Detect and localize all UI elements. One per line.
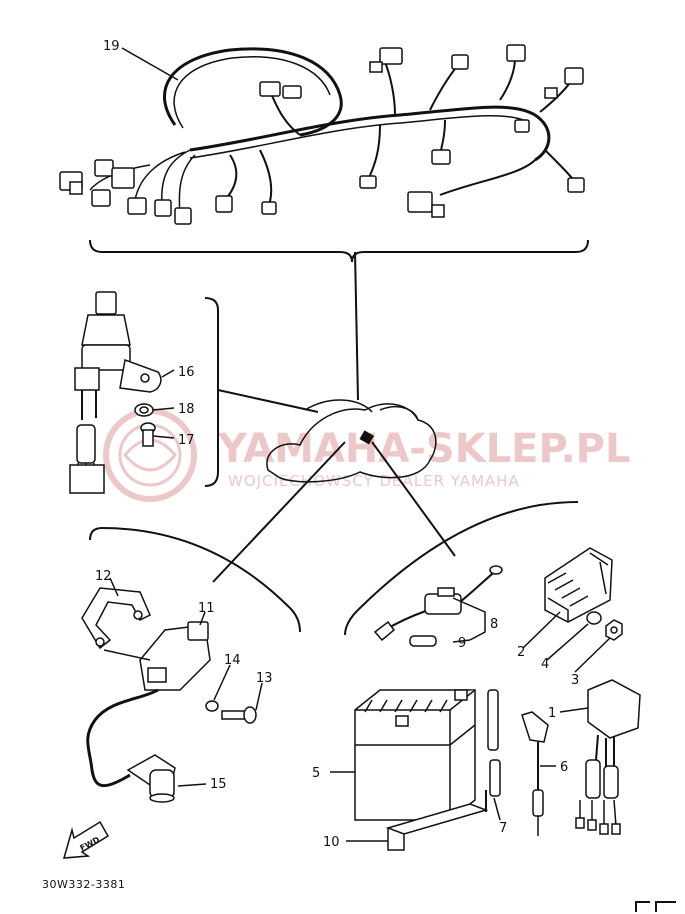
fuse [409,635,437,647]
label-5: 5 [312,766,320,781]
watermark-text: YAMAHA-SKLEP.PL [217,426,630,472]
starter-relay [575,679,641,835]
washer-14 [205,700,219,712]
label-4: 4 [541,657,549,672]
label-19: 19 [103,39,120,54]
part-labels: 19 16 18 17 12 11 14 13 15 8 9 2 4 3 1 5… [95,39,579,850]
label-7: 7 [499,821,507,836]
spark-plug-cap [126,754,176,803]
bolt-13 [221,706,257,724]
label-9: 9 [458,636,466,651]
battery-band [385,790,489,851]
washer-4 [586,611,602,625]
bolt-17 [140,422,156,447]
main-switch [69,291,162,494]
leader-lines [109,47,611,842]
battery-lead [521,711,549,836]
motorcycle-silhouette [266,399,437,483]
label-3: 3 [571,673,579,688]
nut-3 [605,619,623,641]
wire-harness [59,44,585,225]
breather-tube [487,689,501,797]
rectifier-regulator [544,547,613,623]
battery [354,689,476,821]
fwd-arrow-icon: FWD [62,820,110,859]
label-18: 18 [178,402,195,417]
nut-18 [134,403,154,417]
coil-bracket [89,526,301,633]
label-11: 11 [198,601,215,616]
diagram-code: 30W332-3381 [42,878,125,891]
pointer-ignition [217,389,319,413]
label-8: 8 [490,617,498,632]
harness-bracket [89,239,589,263]
label-12: 12 [95,569,112,584]
label-16: 16 [178,365,195,380]
watermark-subtext: WOJCIECHOWSCY DEALER YAMAHA [228,472,520,490]
ignition-bracket [204,297,219,487]
label-2: 2 [517,645,525,660]
pointer-harness [354,251,359,401]
watermark: YAMAHA-SKLEP.PL WOJCIECHOWSCY DEALER YAM… [103,408,630,502]
label-1: 1 [548,706,556,721]
coil-mounting-bracket [81,587,151,650]
fuse-holder [373,565,503,642]
pointer-electrical [371,441,456,557]
label-6: 6 [560,760,568,775]
label-10: 10 [323,835,340,850]
label-15: 15 [210,777,227,792]
label-14: 14 [224,653,241,668]
corner-mark-icon [635,901,676,912]
label-17: 17 [178,433,195,448]
ignition-coil [86,621,211,788]
label-13: 13 [256,671,273,686]
pointer-coil [212,441,346,583]
electrical-bracket [344,501,579,636]
